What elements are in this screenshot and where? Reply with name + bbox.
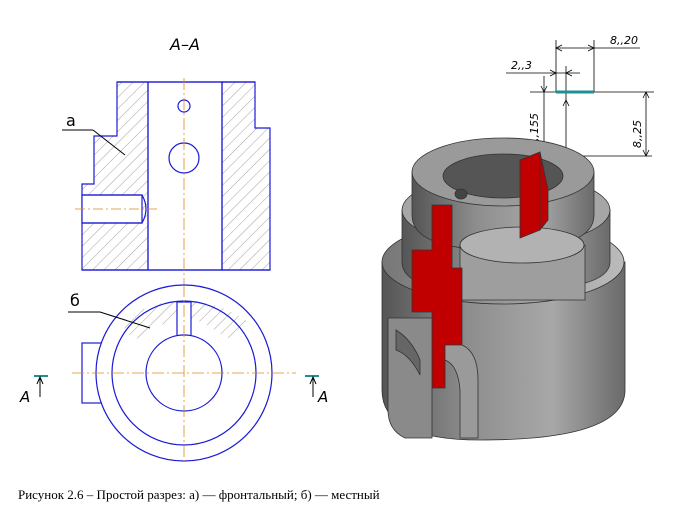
cut-marker-left: A bbox=[19, 375, 48, 406]
dim-small-width: 2,,3 bbox=[511, 59, 532, 72]
dim-top-width: 8,,20 bbox=[610, 34, 638, 47]
svg-text:A: A bbox=[317, 388, 328, 406]
left-wall-hatch bbox=[81, 81, 149, 271]
svg-text:а: а bbox=[66, 111, 76, 130]
isometric-part bbox=[381, 137, 626, 441]
front-section-view bbox=[81, 81, 271, 271]
dimension-sketch bbox=[506, 40, 654, 157]
callout-b: б bbox=[68, 291, 151, 329]
svg-text:б: б bbox=[70, 291, 80, 310]
section-title: A–A bbox=[169, 35, 200, 54]
dim-vertical-right: 8,,25 bbox=[631, 120, 644, 148]
callout-a: а bbox=[62, 111, 126, 156]
section-face bbox=[411, 204, 463, 389]
svg-text:A: A bbox=[19, 388, 30, 406]
local-section-hatch bbox=[121, 300, 247, 339]
figure-caption: Рисунок 2.6 – Простой разрез: а) — фронт… bbox=[18, 487, 380, 502]
cut-marker-right: A bbox=[305, 375, 328, 406]
right-wall-hatch bbox=[221, 81, 271, 271]
